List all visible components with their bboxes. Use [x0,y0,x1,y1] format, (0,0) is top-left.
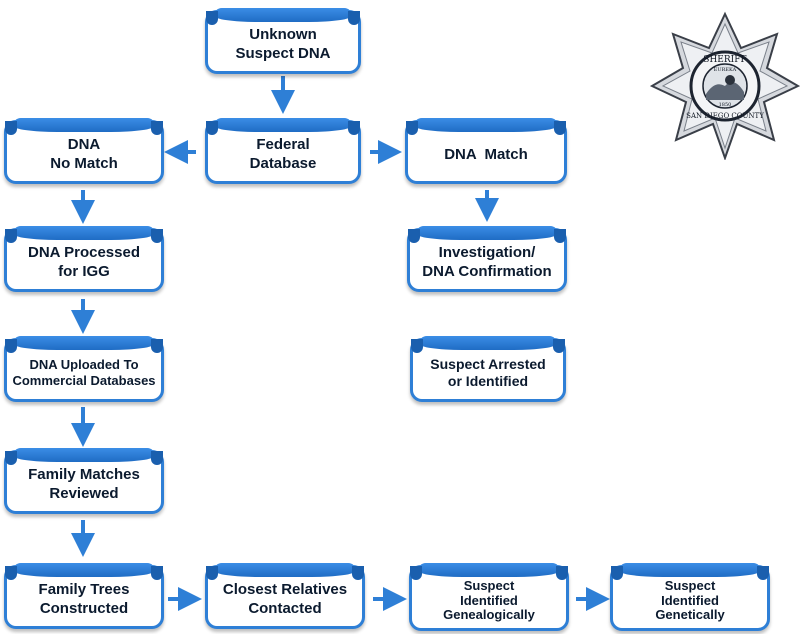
node-identified-genetically: Suspect Identified Genetically [610,563,770,631]
scroll-cap [408,226,566,243]
node-label: DNA Match [444,145,528,163]
node-unknown-suspect-dna: Unknown Suspect DNA [205,8,361,74]
node-dna-match: DNA Match [405,118,567,184]
node-label: Family Trees Constructed [38,581,130,617]
scroll-cap [5,118,163,135]
scroll-cap [411,336,565,353]
node-family-trees-constructed: Family Trees Constructed [4,563,164,629]
node-label: Investigation/ DNA Confirmation [422,244,552,280]
badge-year: 1850 [719,102,732,108]
scroll-cap [206,8,360,25]
badge-ring-text: SAN DIEGO COUNTY [686,112,764,120]
scroll-cap [406,118,566,135]
node-label: Unknown Suspect DNA [235,26,331,62]
sheriff-badge-logo: SHERIFF EUREKA SAN DIEGO COUNTY 1850 [650,11,800,160]
scroll-cap [611,563,769,580]
node-label: DNA Processed for IGG [28,244,140,280]
node-identified-genealogically: Suspect Identified Genealogically [409,563,569,631]
scroll-cap [410,563,568,580]
node-label: Closest Relatives Contacted [222,581,348,617]
scroll-cap [206,118,360,135]
badge-top-text: SHERIFF [703,55,746,65]
node-label: Suspect Identified Genealogically [443,577,535,623]
node-label: Suspect Identified Genetically [655,577,725,623]
node-dna-processed-for-igg: DNA Processed for IGG [4,226,164,292]
scroll-cap [5,336,163,353]
scroll-cap [5,448,163,465]
scroll-cap [206,563,364,580]
node-dna-uploaded: DNA Uploaded To Commercial Databases [4,336,164,402]
scroll-cap [5,226,163,243]
node-federal-database: Federal Database [205,118,361,184]
node-label: Federal Database [249,136,317,172]
node-family-matches-reviewed: Family Matches Reviewed [4,448,164,514]
node-label: Suspect Arrested or Identified [430,355,546,390]
badge-motto: EUREKA [714,67,737,73]
node-label: DNA Uploaded To Commercial Databases [12,356,156,388]
scroll-cap [5,563,163,580]
node-dna-no-match: DNA No Match [4,118,164,184]
node-label: Family Matches Reviewed [28,466,140,502]
node-label: DNA No Match [50,136,118,172]
node-suspect-arrested: Suspect Arrested or Identified [410,336,566,402]
node-investigation: Investigation/ DNA Confirmation [407,226,567,292]
node-closest-relatives-contacted: Closest Relatives Contacted [205,563,365,629]
